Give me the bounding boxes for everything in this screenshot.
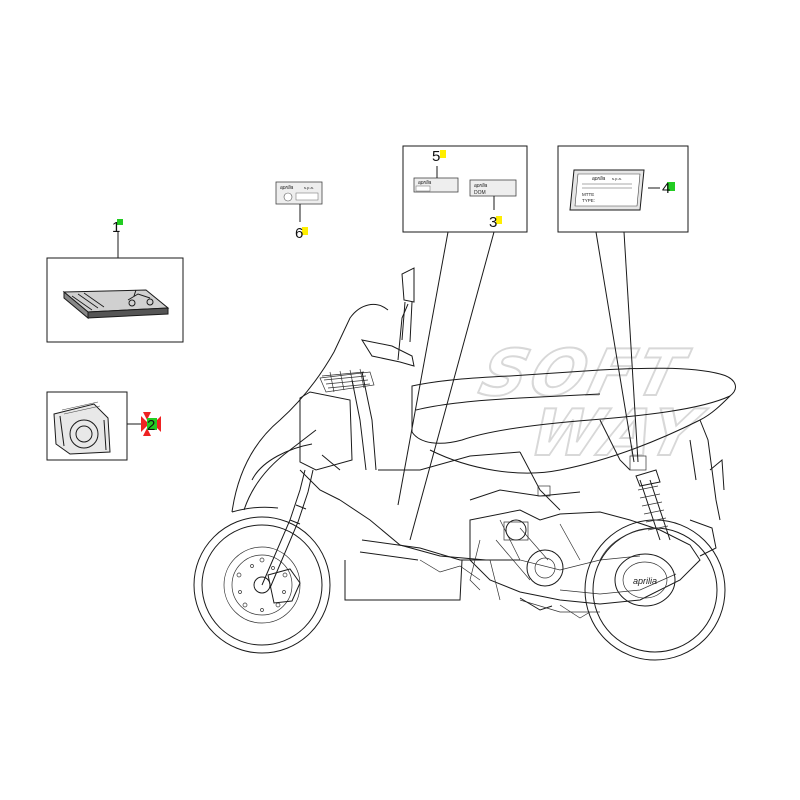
callout-box-5-3: aprilia aprilia DOM	[397, 145, 528, 541]
callout-5-label: 5	[432, 148, 440, 165]
watermark-line1: SOFT	[473, 337, 696, 411]
decal-6: aprilia s.p.a.	[275, 181, 323, 222]
callout-4[interactable]: 4	[662, 180, 675, 197]
callout-box-4: aprilia s.p.a. MTTE TYPE:	[557, 145, 689, 463]
decal-4-line2: MTTE	[582, 192, 594, 197]
engine-block	[419, 509, 701, 613]
watermark: SOFT WAY	[472, 336, 713, 472]
decal-6-brand: aprilia	[280, 185, 294, 191]
rear-wheel	[584, 519, 726, 661]
decal-5-brand: aprilia	[418, 180, 432, 186]
callout-3-label: 3	[489, 214, 497, 231]
callout-5-marker	[440, 150, 446, 158]
callout-1[interactable]: 1	[112, 219, 123, 236]
watermark-line2: WAY	[523, 397, 712, 471]
callout-6-label: 6	[295, 225, 303, 242]
front-wheel	[193, 516, 331, 654]
callout-3[interactable]: 3	[489, 214, 502, 231]
callout-4-label: 4	[662, 180, 670, 197]
callout-6-marker	[302, 227, 308, 235]
decal-3-line2: DOM	[474, 190, 486, 196]
callout-2[interactable]: 2	[141, 412, 161, 436]
callout-box-2	[46, 391, 143, 461]
engine-cover-brand: aprilia	[633, 576, 657, 586]
callout-3-marker	[496, 216, 502, 224]
callout-5[interactable]: 5	[432, 148, 446, 165]
decal-4-suffix: s.p.a.	[612, 176, 622, 181]
callout-6[interactable]: 6	[295, 225, 308, 242]
callout-box-1	[46, 232, 184, 343]
cvt-cover: aprilia	[614, 553, 676, 607]
decal-4-brand: aprilia	[592, 176, 606, 182]
decal-3-brand: aprilia	[474, 183, 488, 189]
decal-4-line3: TYPE:	[582, 198, 595, 203]
callout-4-marker	[667, 182, 675, 191]
callout-1-label: 1	[112, 219, 120, 236]
decal-6-suffix: s.p.a.	[304, 185, 314, 190]
callout-2-label: 2	[147, 417, 155, 434]
callout-1-marker	[117, 219, 123, 225]
scooter-drawing: aprilia	[193, 267, 736, 661]
callout-2-marker	[147, 418, 157, 430]
